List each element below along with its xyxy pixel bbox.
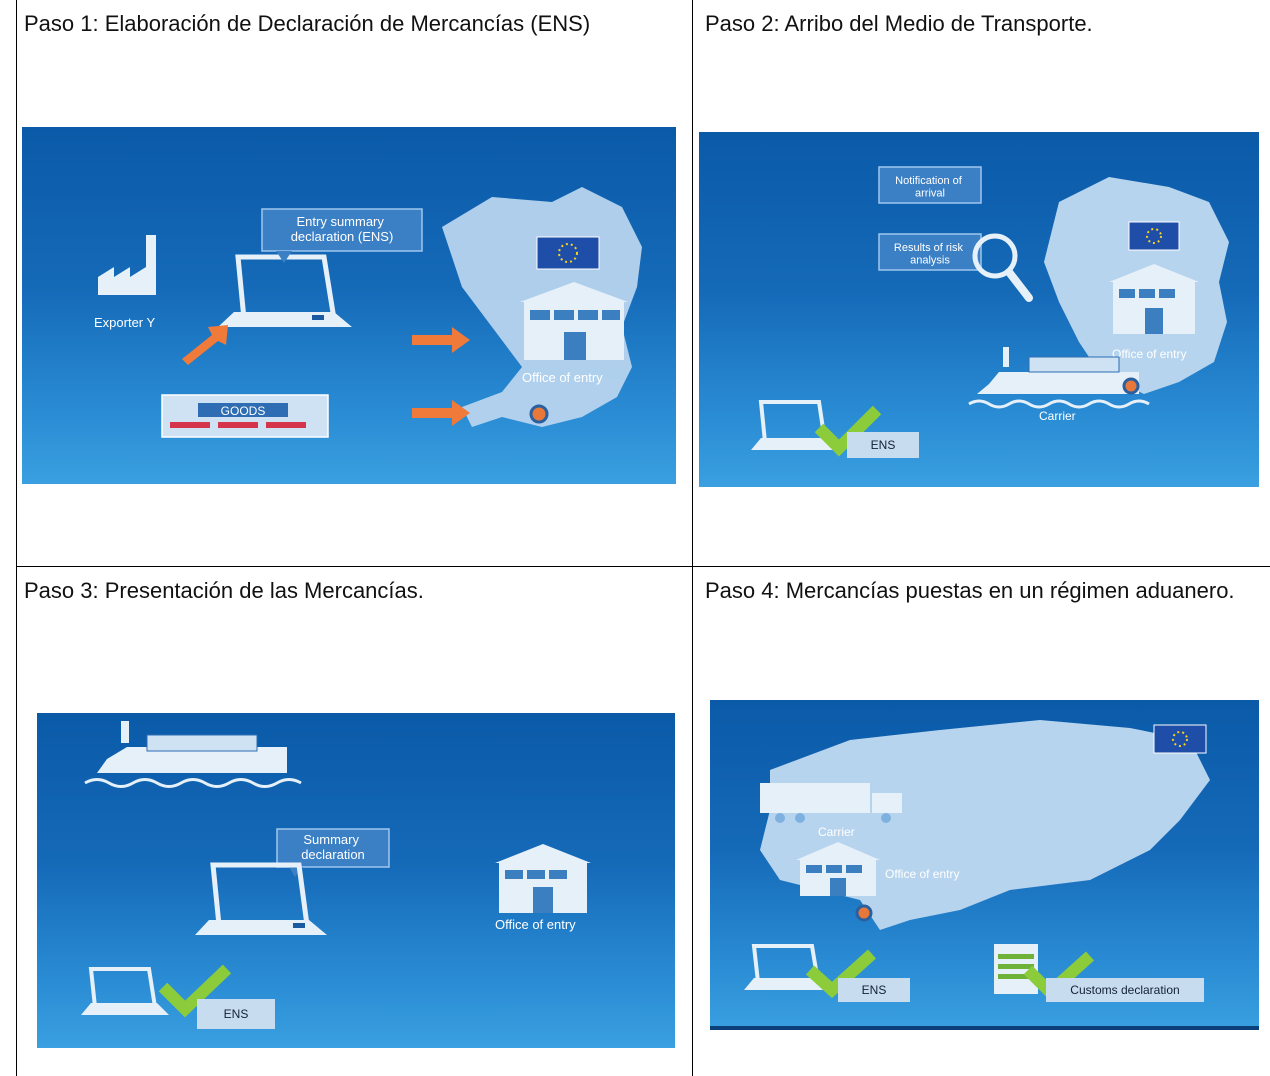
step-2-illustration: Office of entry Notification of arrival … bbox=[699, 132, 1259, 487]
ens-box bbox=[197, 999, 275, 1029]
step-1-office-label: Office of entry bbox=[522, 370, 603, 385]
arrow-icon bbox=[182, 325, 228, 365]
eu-flag-icon bbox=[1153, 724, 1207, 754]
step-1-goods-label: GOODS bbox=[221, 404, 266, 418]
step-2-results-label: Results of risk analysis bbox=[894, 242, 966, 267]
office-building-icon bbox=[796, 842, 880, 896]
eu-flag-icon bbox=[1128, 221, 1180, 251]
port-marker bbox=[855, 904, 873, 922]
step-2-heading: Paso 2: Arribo del Medio de Transporte. bbox=[705, 11, 1093, 36]
step-4-carrier-label: Carrier bbox=[818, 825, 855, 839]
step-2-office-label: Office of entry bbox=[1112, 347, 1186, 361]
step-3-bubble-label: Summary declaration bbox=[301, 832, 365, 862]
step-1-cell: Paso 1: Elaboración de Declaración de Me… bbox=[16, 0, 692, 566]
port-marker bbox=[529, 404, 549, 424]
office-building-icon bbox=[495, 844, 591, 913]
step-4-cell: Paso 4: Mercancías puestas en un régimen… bbox=[693, 567, 1270, 1076]
table-border-middle bbox=[692, 0, 693, 1076]
speech-bubble bbox=[276, 828, 390, 868]
truck-icon bbox=[760, 783, 902, 823]
arrow-icon bbox=[412, 400, 470, 426]
laptop-icon bbox=[81, 967, 169, 1015]
laptop-icon bbox=[218, 254, 352, 327]
step-1-heading: Paso 1: Elaboración de Declaración de Me… bbox=[24, 11, 591, 36]
checkmark-icon bbox=[158, 964, 232, 1018]
step-2-notification-label: Notification of arrival bbox=[895, 175, 965, 200]
step-3-ens-label: ENS bbox=[224, 1007, 249, 1021]
table-border-row bbox=[16, 566, 1270, 567]
checkmark-icon bbox=[805, 949, 877, 999]
step-1-exporter-label: Exporter Y bbox=[94, 315, 156, 330]
results-box bbox=[878, 233, 982, 271]
ship-icon bbox=[84, 721, 302, 788]
step-3-office-label: Office of entry bbox=[495, 917, 576, 932]
laptop-icon bbox=[195, 862, 327, 935]
ship-icon bbox=[968, 347, 1150, 409]
step-4-heading: Paso 4: Mercancías puestas en un régimen… bbox=[705, 578, 1235, 603]
step-2-carrier-label: Carrier bbox=[1039, 409, 1076, 423]
step-2-cell: Paso 2: Arribo del Medio de Transporte. … bbox=[693, 0, 1270, 566]
step-1-illustration: Office of entry Exporter Y bbox=[22, 127, 676, 484]
ens-box bbox=[847, 432, 919, 458]
goods-container-icon bbox=[161, 394, 329, 438]
bottom-bar bbox=[710, 1026, 1259, 1030]
arrow-icon bbox=[412, 327, 470, 353]
step-2-ens-label: ENS bbox=[871, 438, 896, 452]
step-4-office-label: Office of entry bbox=[885, 867, 959, 881]
step-3-cell: Paso 3: Presentación de las Mercancías. … bbox=[16, 567, 692, 1076]
step-4-customs-label: Customs declaration bbox=[1070, 983, 1179, 997]
step-4-illustration: Carrier Office of entry bbox=[710, 700, 1259, 1030]
step-3-illustration: Summary declaration Office of entry bbox=[37, 713, 675, 1048]
magnifier-icon bbox=[972, 233, 1033, 302]
step-1-bubble-label: Entry summary declaration (ENS) bbox=[291, 214, 394, 244]
eu-flag-icon bbox=[536, 236, 600, 270]
ens-box bbox=[838, 978, 910, 1002]
step-3-heading: Paso 3: Presentación de las Mercancías. bbox=[24, 578, 424, 603]
office-building-icon bbox=[1109, 264, 1199, 334]
steps-table: Paso 1: Elaboración de Declaración de Me… bbox=[16, 0, 1270, 1076]
checkmark-icon bbox=[814, 405, 882, 457]
speech-bubble bbox=[261, 208, 423, 263]
customs-form-icon bbox=[994, 944, 1038, 994]
factory-icon bbox=[98, 235, 156, 295]
office-building-icon bbox=[520, 282, 628, 360]
customs-box bbox=[1046, 978, 1204, 1002]
notification-box bbox=[878, 166, 982, 204]
port-marker bbox=[1122, 377, 1140, 395]
table-border-left bbox=[16, 0, 17, 1076]
step-4-ens-label: ENS bbox=[862, 983, 887, 997]
